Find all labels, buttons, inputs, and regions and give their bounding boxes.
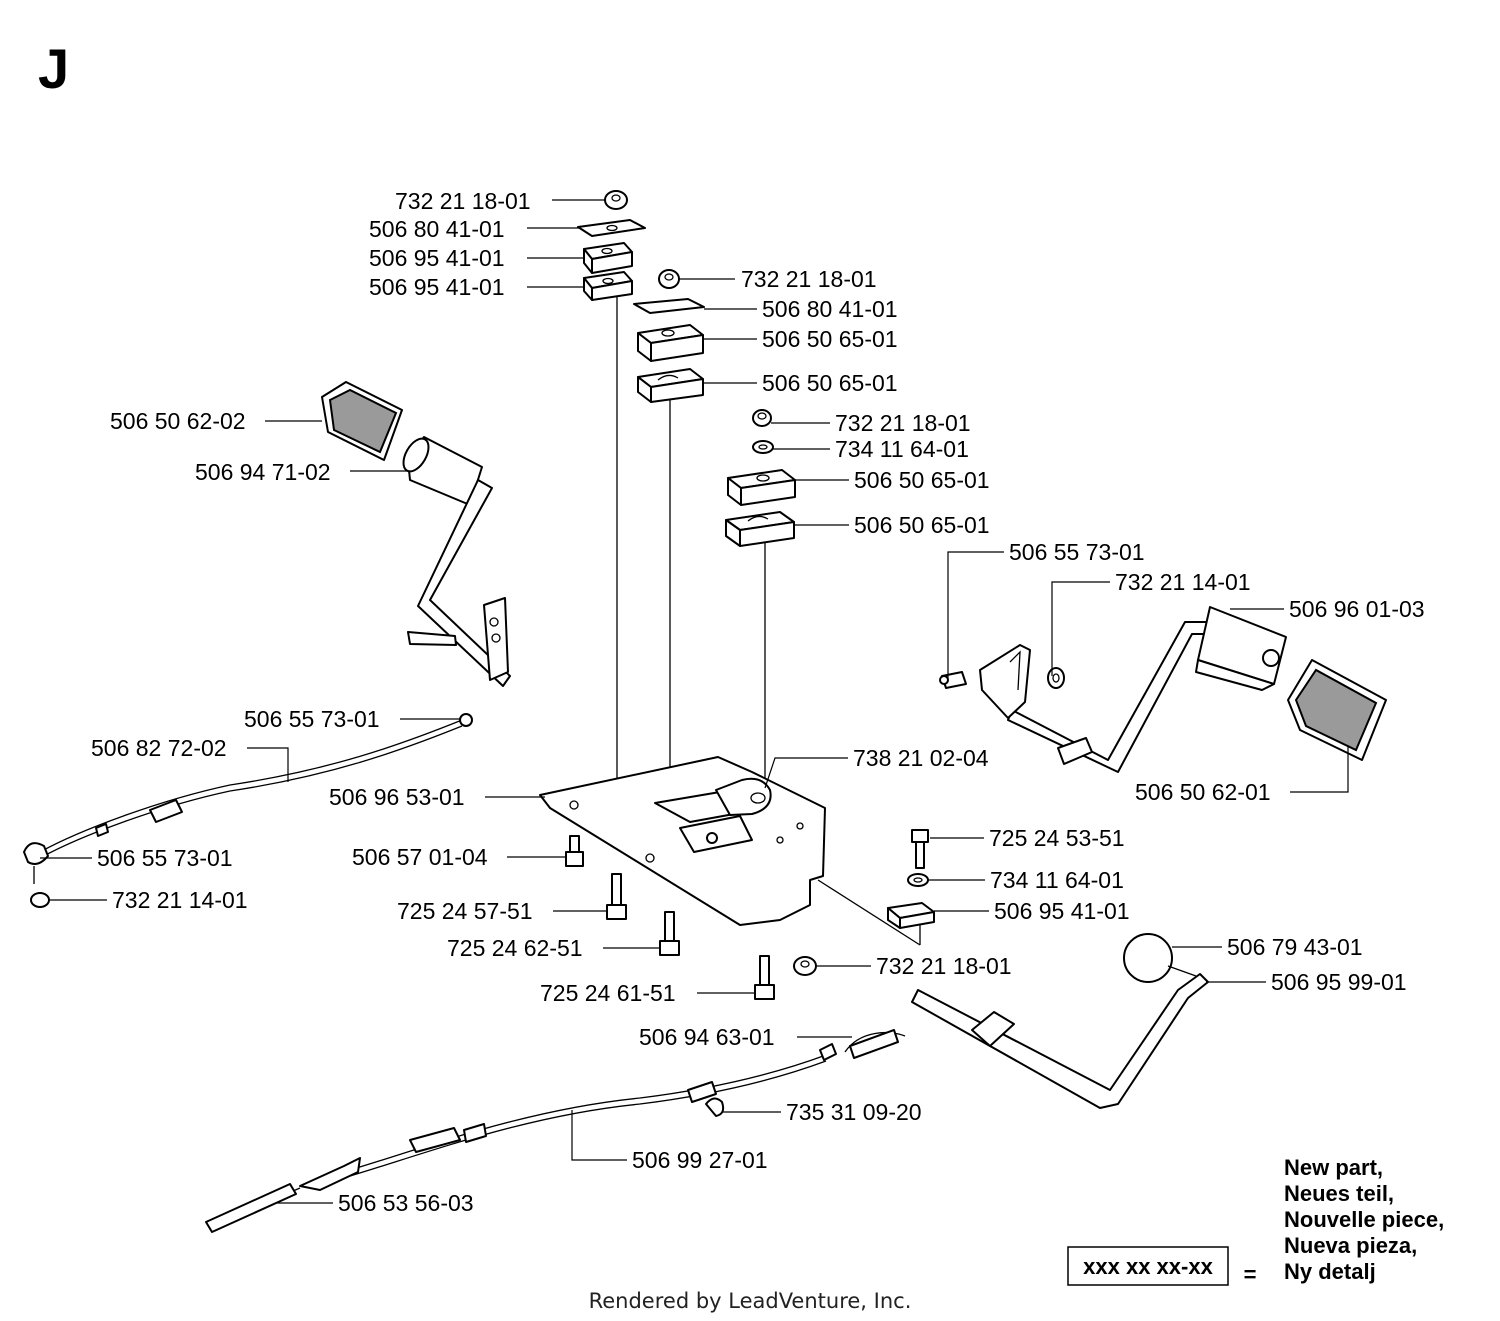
legend: New part, Neues teil, Nouvelle piece, Nu… — [1067, 1155, 1444, 1287]
callout-label: 735 31 09-20 — [786, 1099, 922, 1125]
block-icon — [725, 511, 795, 547]
callout-label: 506 50 65-01 — [854, 467, 990, 493]
base-plate-icon — [539, 756, 826, 926]
bolt-icon — [606, 873, 627, 920]
callout-label: 506 57 01-04 — [352, 844, 488, 870]
pedal-sleeve-icon — [402, 436, 483, 506]
bolt-icon — [565, 835, 584, 867]
callout-label: 506 99 27-01 — [632, 1147, 768, 1173]
callout-label: 506 55 73-01 — [244, 706, 380, 732]
nut-icon — [1047, 667, 1065, 689]
callout-label: 732 21 18-01 — [835, 410, 971, 436]
legend-code: xxx xx xx-xx — [1083, 1254, 1213, 1279]
legend-line-4: Nueva pieza, — [1284, 1233, 1417, 1258]
callout-label: 506 79 43-01 — [1227, 934, 1363, 960]
callout-label: 732 21 18-01 — [395, 188, 531, 214]
plate-icon — [633, 298, 705, 314]
nut-icon — [752, 409, 772, 427]
callout-label: 506 50 65-01 — [762, 326, 898, 352]
callout-label: 732 21 18-01 — [876, 953, 1012, 979]
callout-label: 506 94 71-02 — [195, 459, 331, 485]
bolt-icon — [754, 955, 775, 1000]
callout-label: 506 50 65-01 — [854, 512, 990, 538]
callout-label: 732 21 18-01 — [741, 266, 877, 292]
callout-label: 506 53 56-03 — [338, 1190, 474, 1216]
pedal-pad-icon — [1287, 659, 1387, 761]
legend-line-2: Neues teil, — [1284, 1181, 1394, 1206]
callout-label: 506 94 63-01 — [639, 1024, 775, 1050]
callout-label: 725 24 62-51 — [447, 935, 583, 961]
legend-line-3: Nouvelle piece, — [1284, 1207, 1444, 1232]
shift-lever-icon — [911, 933, 1209, 1109]
bolt-icon — [939, 671, 967, 689]
plate-icon — [577, 219, 646, 237]
nut-icon — [604, 190, 628, 210]
block-icon — [583, 242, 633, 274]
block-icon — [887, 902, 935, 929]
callout-label: 732 21 14-01 — [1115, 569, 1251, 595]
render-credit: Rendered by LeadVenture, Inc. — [588, 1289, 912, 1313]
washer-icon — [752, 440, 774, 454]
callout-label: 506 95 99-01 — [1271, 969, 1407, 995]
callout-label: 738 21 02-04 — [853, 745, 989, 771]
callout-label: 506 96 53-01 — [329, 784, 465, 810]
bolt-icon — [911, 829, 929, 869]
section-letter: J — [38, 37, 69, 100]
callout-label: 506 95 41-01 — [369, 245, 505, 271]
callout-label: 506 55 73-01 — [1009, 539, 1145, 565]
legend-code-box — [1067, 1246, 1229, 1286]
pedal-sleeve-icon — [1195, 606, 1287, 691]
parts-drawing — [23, 190, 1387, 1233]
callout-label: 725 24 53-51 — [989, 825, 1125, 851]
callout-label: 734 11 64-01 — [835, 436, 969, 462]
callout-label: 732 21 14-01 — [112, 887, 248, 913]
callout-label: 506 50 65-01 — [762, 370, 898, 396]
callout-labels: 732 21 18-01 506 80 41-01 506 95 41-01 5… — [91, 188, 1425, 1216]
throttle-cable-icon — [23, 713, 473, 908]
callout-label: 725 24 57-51 — [397, 898, 533, 924]
callout-label: 506 96 01-03 — [1289, 596, 1425, 622]
callout-label: 506 95 41-01 — [369, 274, 505, 300]
block-icon — [637, 368, 704, 403]
callout-label: 506 80 41-01 — [762, 296, 898, 322]
pedal-pad-icon — [321, 381, 403, 461]
callout-label: 506 55 73-01 — [97, 845, 233, 871]
block-icon — [637, 324, 704, 362]
nut-icon — [658, 269, 680, 289]
callout-label: 725 24 61-51 — [540, 980, 676, 1006]
callout-label: 506 95 41-01 — [994, 898, 1130, 924]
clutch-cable-icon — [205, 1029, 906, 1233]
block-icon — [583, 271, 633, 301]
callout-label: 506 50 62-02 — [110, 408, 246, 434]
callout-label: 506 80 41-01 — [369, 216, 505, 242]
nut-icon — [793, 956, 817, 976]
pedal-arm-icon — [979, 621, 1211, 773]
callout-label: 506 50 62-01 — [1135, 779, 1271, 805]
leader-lines — [40, 199, 1349, 1204]
block-icon — [727, 469, 796, 506]
callout-label: 506 82 72-02 — [91, 735, 227, 761]
bolt-icon — [659, 911, 680, 956]
callout-label: 734 11 64-01 — [990, 867, 1124, 893]
pedal-arm-icon — [407, 479, 511, 687]
legend-equals: = — [1244, 1262, 1257, 1287]
washer-icon — [907, 873, 929, 887]
legend-line-1: New part, — [1284, 1155, 1383, 1180]
legend-line-5: Ny detalj — [1284, 1259, 1376, 1284]
